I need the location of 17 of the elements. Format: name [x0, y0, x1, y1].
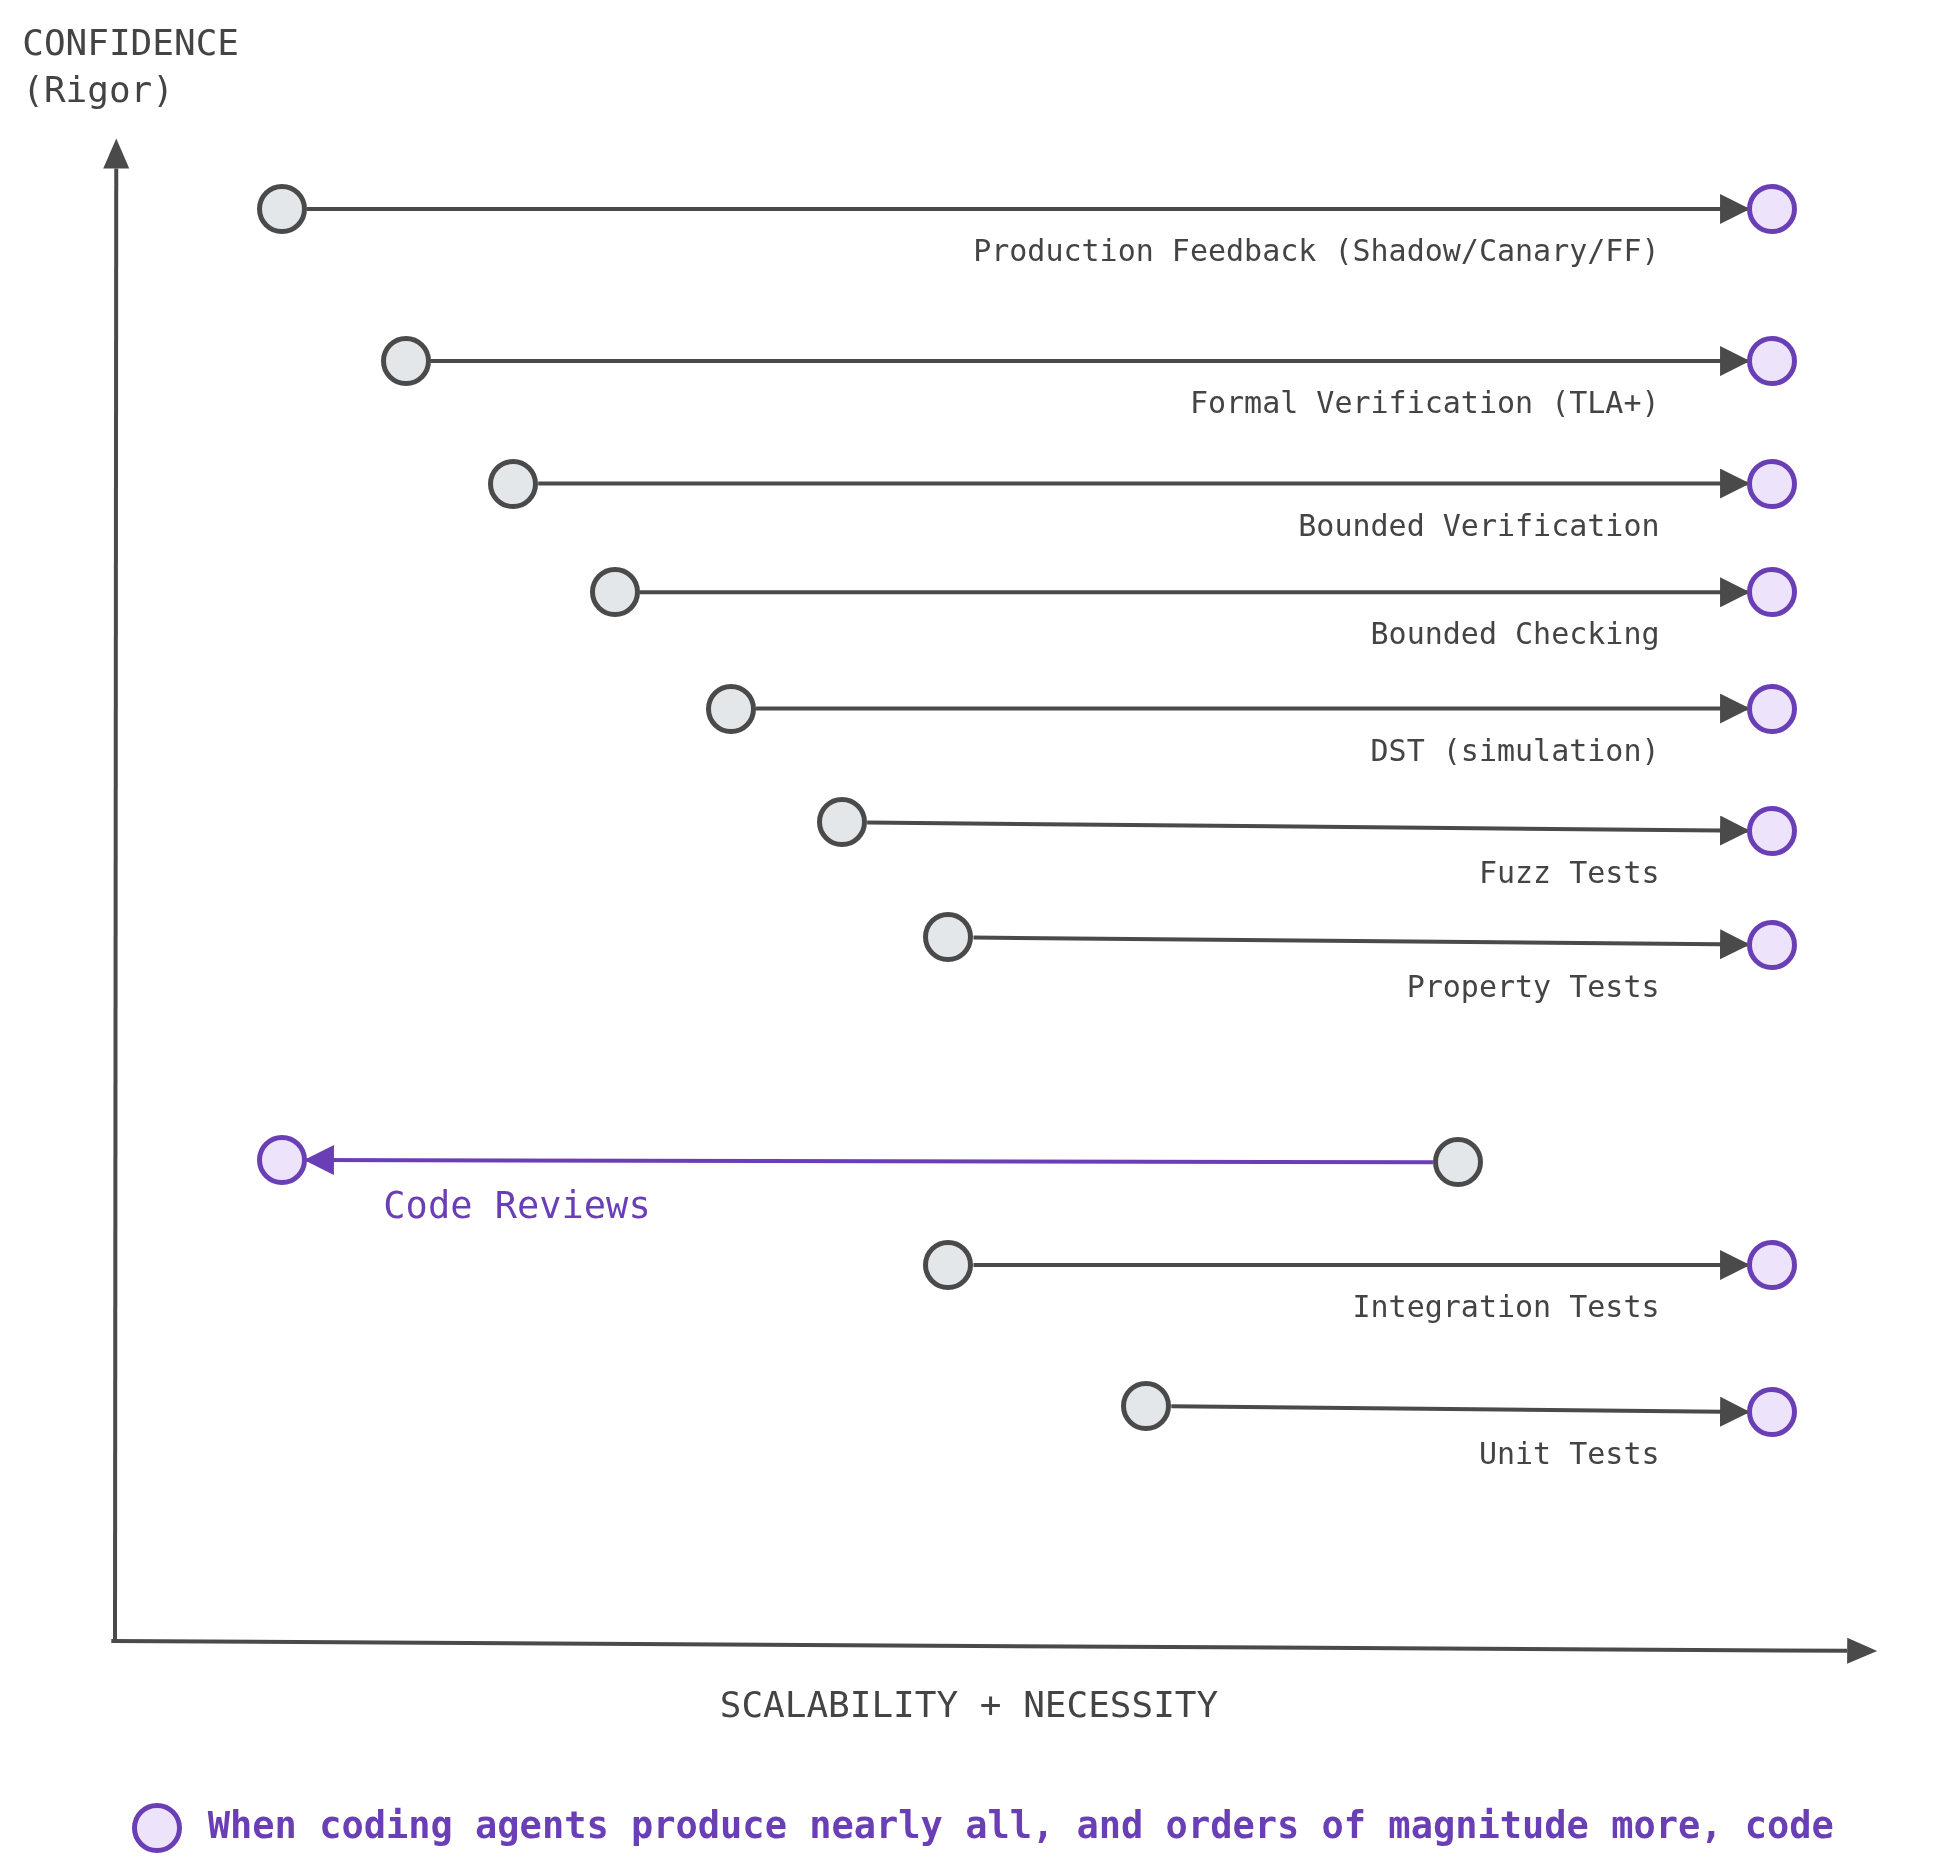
edge-label: Bounded Checking [1370, 616, 1660, 652]
end-circle [1747, 806, 1798, 856]
start-circle [1121, 1381, 1172, 1431]
edge-label: Unit Tests [1478, 1436, 1660, 1472]
end-circle [1747, 184, 1798, 234]
edge-label: DST (simulation) [1370, 732, 1660, 768]
start-circle [256, 184, 307, 234]
edge-label: Formal Verification (TLA+) [1189, 385, 1660, 421]
edge-label: Property Tests [1406, 968, 1660, 1004]
edge-label: Bounded Verification [1298, 507, 1660, 543]
edge-label: Code Reviews [383, 1184, 651, 1228]
edge-label: Fuzz Tests [1478, 855, 1660, 890]
axis-title: CONFIDENCE (Rigor) [22, 20, 240, 112]
edge-label: Integration Tests [1352, 1289, 1660, 1325]
edge-label: Production Feedback (Shadow/Canary/FF) [973, 233, 1660, 268]
axis-title: SCALABILITY + NECESSITY [719, 1684, 1219, 1726]
legend-text: When coding agents produce nearly all, and orders of magnitude more, code [207, 1803, 1834, 1847]
